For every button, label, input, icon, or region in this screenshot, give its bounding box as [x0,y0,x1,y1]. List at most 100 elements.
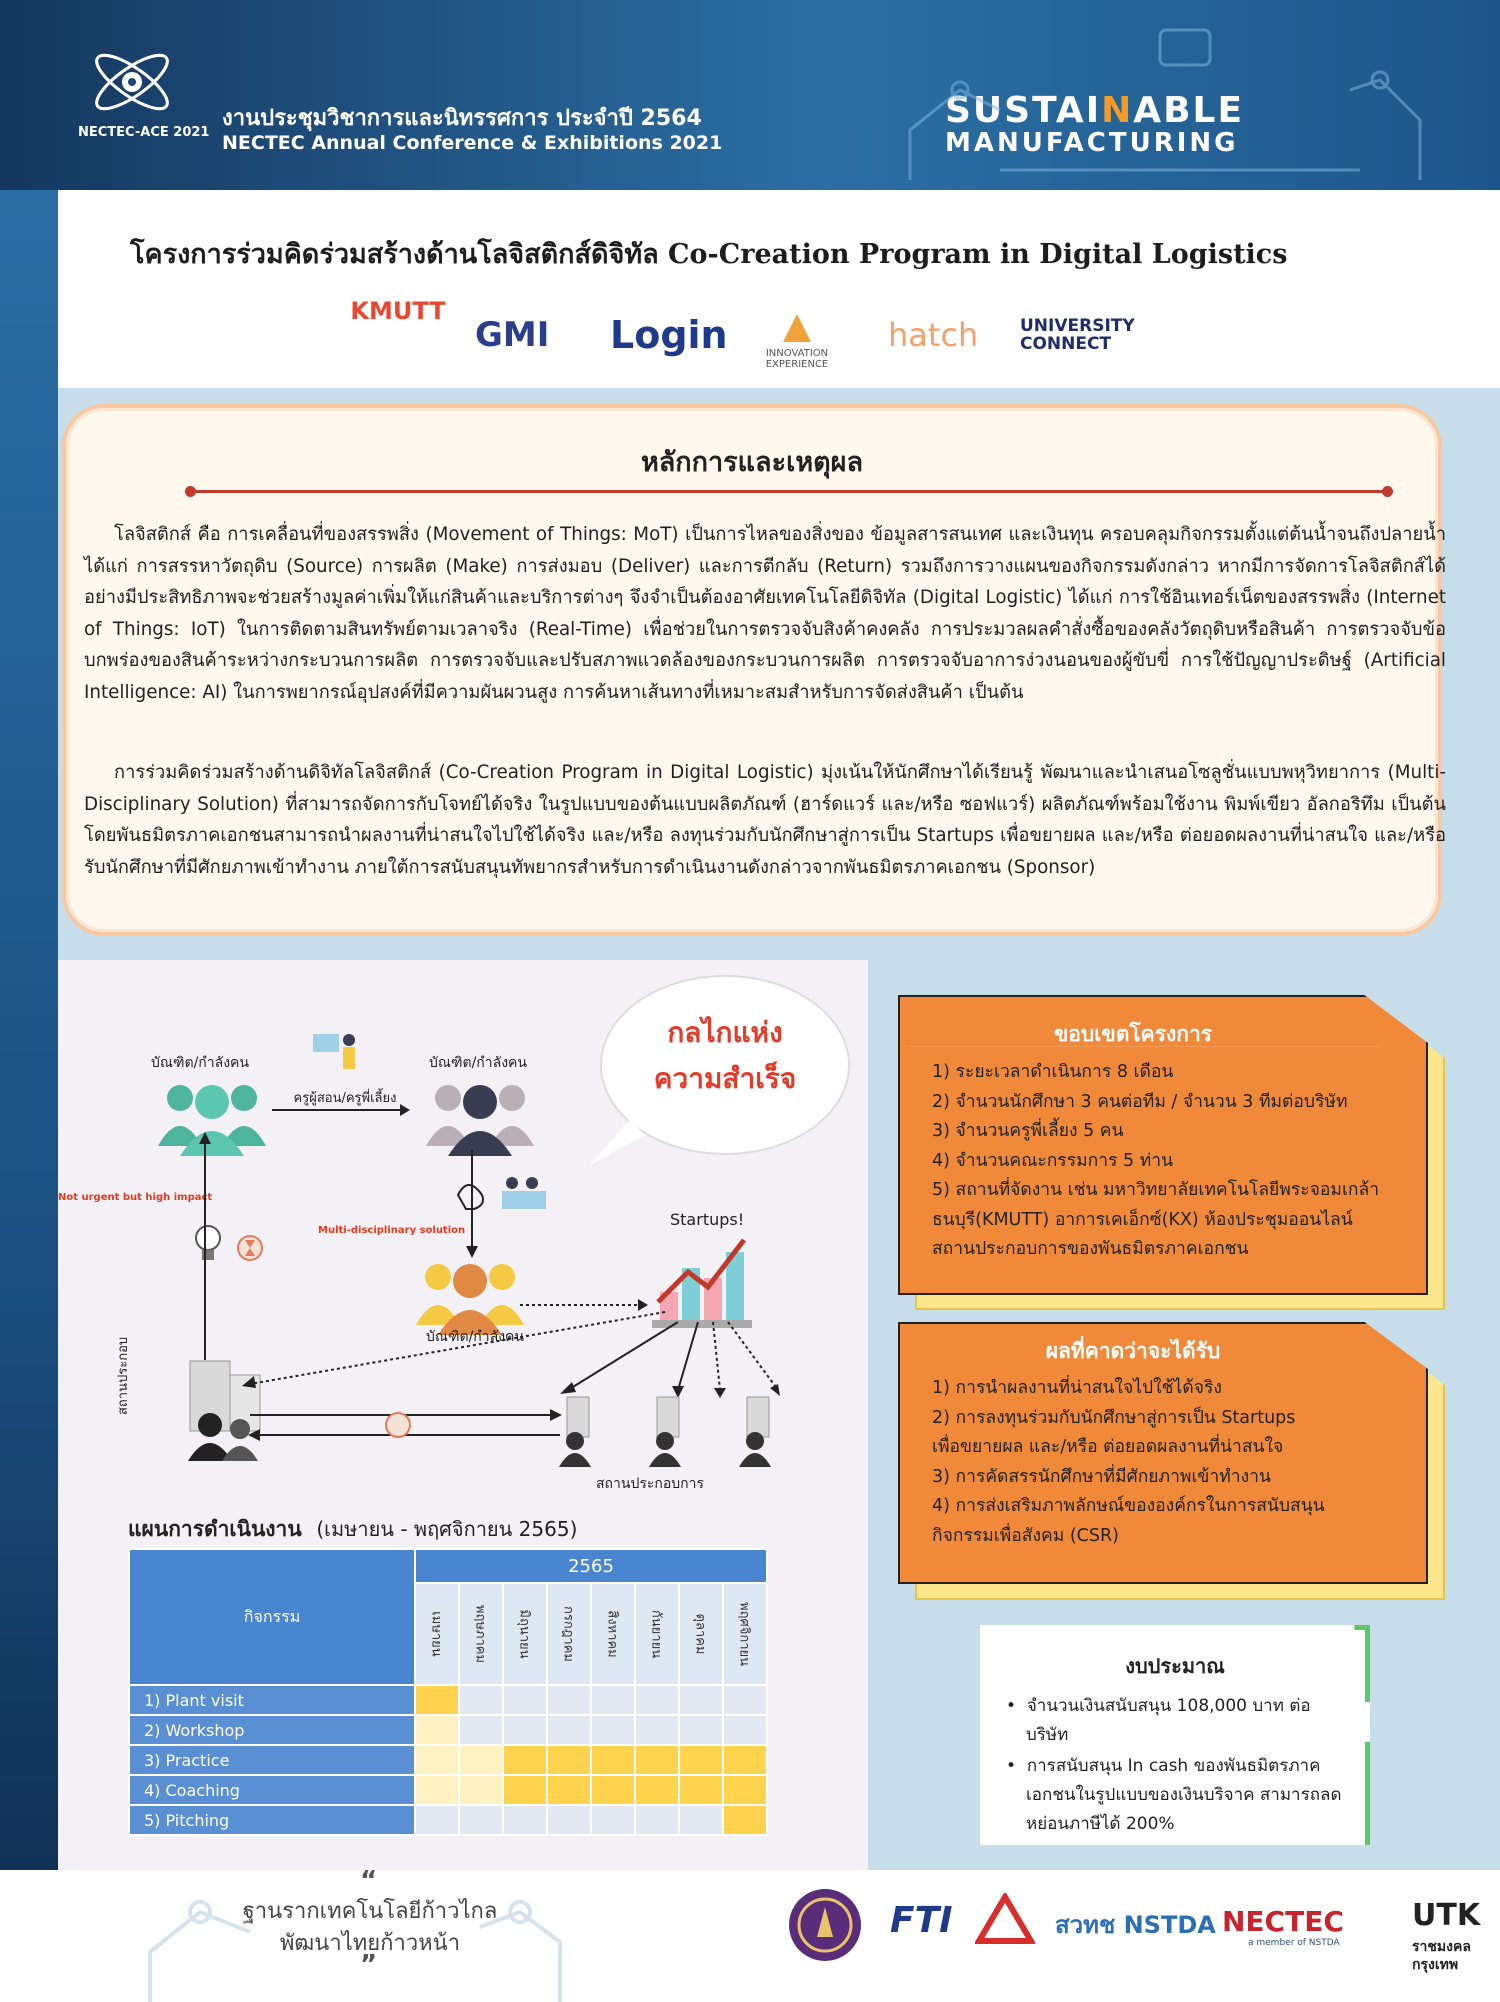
schedule-row: 5) Pitching [128,1804,768,1836]
schedule-row: 4) Coaching [128,1774,768,1806]
nectec-sub: a member of NSTDA [1248,1938,1340,1948]
schedule-cell [458,1714,504,1746]
schedule-cell [414,1804,460,1836]
theme-title-line1: SUSTAINABLE [945,90,1245,131]
workplace-left-label: สถานประกอบ [116,1336,131,1415]
schedule-table: กิจกรรม 2565 เมษายนพฤษภาคมมิถุนายนกรกฎาค… [128,1548,768,1836]
budget-heading: งบประมาณ [1125,1654,1225,1678]
schedule-cell [502,1774,548,1806]
government-seal-logo [789,1889,861,1961]
list-item: 5) สถานที่จัดงาน เช่น มหาวิทยาลัยเทคโนโล… [932,1180,1380,1200]
activity-name: 3) Practice [128,1744,416,1776]
left-decor-bar [0,190,58,2002]
month-header: พฤศจิกายน [722,1582,768,1686]
startup-to-workplaces-arrows [560,1321,780,1398]
activity-name: 1) Plant visit [128,1684,416,1716]
activity-name: 4) Coaching [128,1774,416,1806]
utk-sub-1: ราชมงคล [1412,1939,1471,1955]
month-header: กันยายน [634,1582,680,1686]
schedule-cell [634,1804,680,1836]
schedule-cell [678,1744,724,1776]
schedule-row: 1) Plant visit [128,1684,768,1716]
schedule-cell [678,1774,724,1806]
schedule-cell [634,1684,680,1716]
list-item: 1) ระยะเวลาดำเนินการ 8 เดือน [932,1062,1174,1082]
divider-dot-right [1382,486,1393,497]
logo-innovation-experience: INNOVATION EXPERIENCE [752,300,842,370]
list-item: ธนบุรี(KMUTT) อาการเคเอ็กซ์(KX) ห้องประช… [932,1209,1353,1230]
theme-title-line2: MANUFACTURING [945,128,1239,158]
speech-bubble [600,975,850,1155]
schedule-row: 2) Workshop [128,1714,768,1746]
schedule-cell [634,1774,680,1806]
workplace-left-icon [188,1360,261,1461]
month-header: กรกฎาคม [546,1582,592,1686]
budget-accent [1365,1742,1370,1845]
logo-login: Login [610,313,728,357]
nectec-logo: NECTEC [1222,1905,1344,1938]
bubble-text: กลไกแห่งความสำเร็จ [653,1016,797,1095]
schedule-cell [414,1744,460,1776]
list-item: กิจกรรมเพื่อสังคม (CSR) [932,1525,1119,1546]
schedule-cell [590,1744,636,1776]
list-item: สถานประกอบการของพันธมิตรภาคเอกชน [932,1239,1249,1259]
page-title: โครงการร่วมคิดร่วมสร้างด้านโลจิสติกส์ดิจ… [130,239,1288,270]
conference-title-english: NECTEC Annual Conference & Exhibitions 2… [222,132,723,154]
schedule-cell [678,1684,724,1716]
schedule-cell [590,1804,636,1836]
rationale-paragraph-2: การร่วมคิดร่วมสร้างด้านดิจิทัลโลจิสติกส์… [84,762,1446,878]
schedule-cell [678,1804,724,1836]
footer [0,1870,1500,2002]
team-meeting-icon [456,1177,546,1210]
multidisciplinary-label: Multi-disciplinary solution [318,1225,466,1236]
rationale-divider [190,490,1390,493]
logo-kmutt: KMUTT [350,297,446,325]
dotted-arrow-to-startups [520,1299,648,1311]
nstda-logo: สวทช NSTDA [1055,1911,1216,1939]
slogan-line-1: ฐานรากเทคโนโลยีก้าวไกล [242,1899,498,1924]
schedule-cell [414,1684,460,1716]
activity-header: กิจกรรม [128,1548,416,1686]
bubble-tail [590,1120,645,1165]
list-item: 4) จำนวนคณะกรรมการ 5 ท่าน [932,1150,1174,1171]
logo-gmi: GMI [475,315,550,355]
schedule-cell [546,1714,592,1746]
schedule-cell [546,1744,592,1776]
schedule-cell [502,1744,548,1776]
workplaces-bottom-icons [559,1396,771,1467]
schedule-cell [458,1684,504,1716]
teacher-icon [313,1034,355,1069]
slogan-line-2: พัฒนาไทยก้าวหน้า [279,1931,461,1956]
schedule-cell [502,1714,548,1746]
list-item: 3) การคัดสรรนักศึกษาที่มีศักยภาพเข้าทำงา… [932,1466,1271,1487]
not-urgent-label: Not urgent but high impact [58,1192,213,1203]
list-item: 4) การส่งเสริมภาพลักษณ์ขององค์กรในการสนั… [932,1496,1325,1516]
schedule-cell [722,1804,768,1836]
schedule-cell [590,1714,636,1746]
schedule-title: แผนการดำเนินงาน (เมษายน - พฤศจิกายน 2565… [128,1517,578,1541]
schedule-cell [678,1714,724,1746]
logo-hatch: hatch [888,316,979,354]
mentor-label: ครูผู้สอน/ครูพี่เลี้ยง [293,1091,397,1106]
nectec-ace-logo [70,40,210,150]
graduate-right-label: บัณฑิต/กำลังคน [429,1055,527,1071]
activity-name: 2) Workshop [128,1714,416,1746]
utk-sub-2: กรุงเทพ [1412,1957,1459,1973]
robot-arm-illustration [908,28,1422,180]
scope-heading: ขอบเขตโครงการ [1053,1022,1213,1046]
graduate-left-label: บัณฑิต/กำลังคน [151,1055,249,1071]
schedule-cell [414,1714,460,1746]
divider-dot-left [185,486,196,497]
fti-triangle-icon [975,1893,1035,1944]
scope-card [898,995,1428,1295]
outcomes-card [898,1322,1428,1584]
schedule-cell [722,1744,768,1776]
workplace-bottom-label: สถานประกอบการ [595,1476,704,1492]
utk-logo: UTK [1412,1898,1481,1933]
logo-university-connect: UNIVERSITY CONNECT [1020,316,1135,354]
month-header: เมษายน [414,1582,460,1686]
list-item: 2) จำนวนนักศึกษา 3 คนต่อทีม / จำนวน 3 ที… [932,1091,1348,1112]
schedule-cell [502,1684,548,1716]
rationale-heading: หลักการและเหตุผล [640,447,864,478]
